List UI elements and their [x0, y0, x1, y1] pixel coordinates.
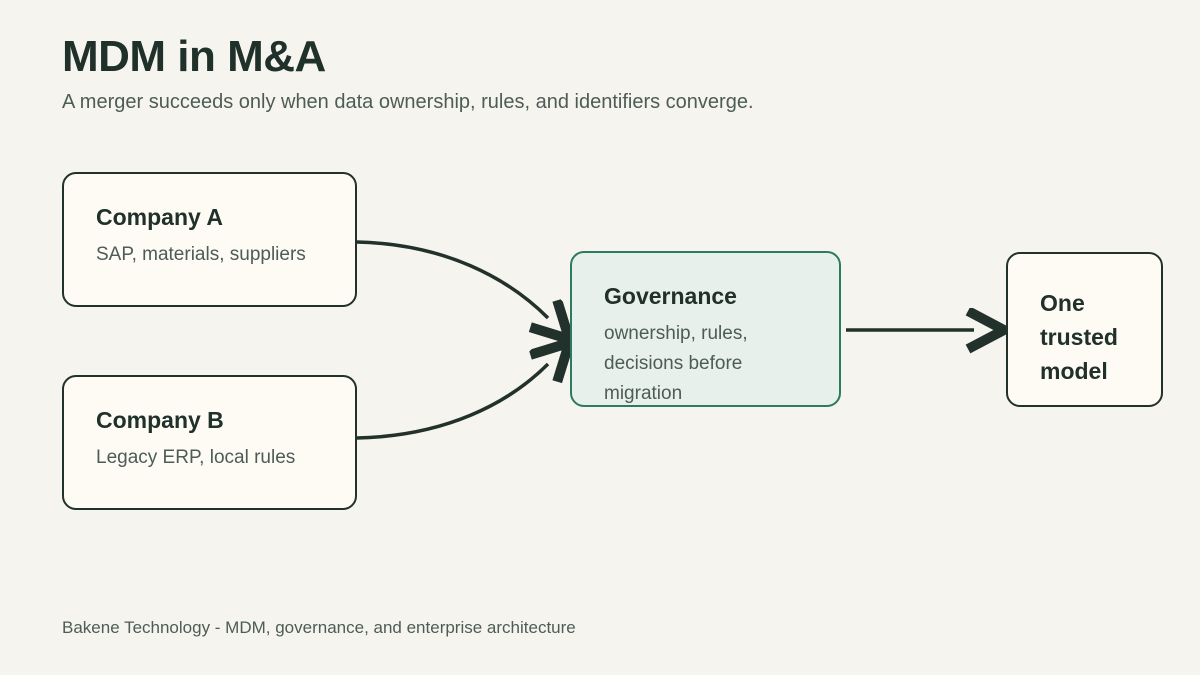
node-company-b: Company B Legacy ERP, local rules [62, 375, 357, 510]
edge-company-b-to-governance [356, 364, 548, 440]
page-subtitle: A merger succeeds only when data ownersh… [62, 91, 754, 113]
node-governance: Governance ownership, rules, decisions b… [570, 251, 841, 407]
node-one-trusted-model: One trusted model [1006, 252, 1163, 407]
node-title: Company A [96, 204, 223, 230]
node-title: One trusted model [1040, 290, 1118, 384]
edge-company-a-to-governance [356, 240, 548, 318]
node-title: Company B [96, 407, 224, 433]
node-title: Governance [604, 283, 737, 309]
node-company-a: Company A SAP, materials, suppliers [62, 172, 357, 307]
page-title: MDM in M&A [62, 32, 326, 81]
node-subtitle: SAP, materials, suppliers [96, 244, 306, 265]
footer-credit: Bakene Technology - MDM, governance, and… [62, 618, 576, 637]
node-subtitle: ownership, rules, decisions before migra… [604, 323, 748, 404]
node-subtitle: Legacy ERP, local rules [96, 447, 296, 468]
